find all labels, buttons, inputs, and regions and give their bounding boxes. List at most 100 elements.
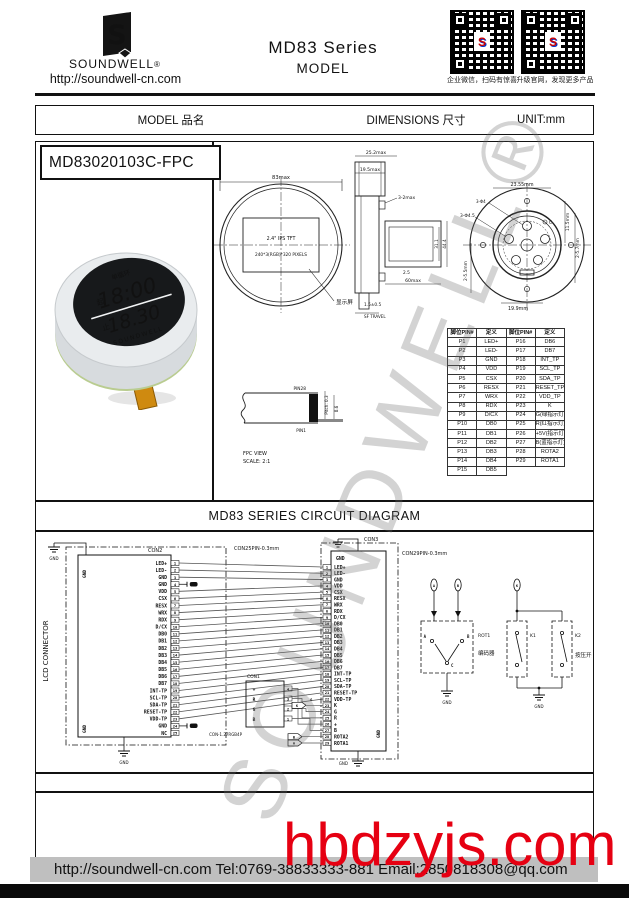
con2-pin-number: 21 bbox=[173, 702, 178, 707]
con3-pin-number: 21 bbox=[325, 690, 330, 695]
encoder-label: 编码器 bbox=[478, 649, 495, 657]
gnd-label: GND bbox=[190, 724, 198, 729]
pin-table-cell: LED- bbox=[476, 346, 507, 357]
soundwell-logo-icon: S bbox=[103, 12, 132, 59]
con3-pin-number: 3 bbox=[326, 577, 329, 582]
con1-pin-plus: + bbox=[253, 688, 256, 693]
con2-pin-number-box bbox=[170, 588, 180, 595]
con3-pin-number: 29 bbox=[325, 740, 330, 745]
side-view: 25.2max 19.5max 3-2max 31.1 44.4 2.5 60m… bbox=[354, 150, 448, 319]
con2-pin-name: NC bbox=[161, 731, 167, 737]
empty-panel bbox=[35, 791, 594, 859]
rotary-encoder: A B A B C ROT1 编码器 GND bbox=[420, 578, 495, 705]
screen-start-label: 起 bbox=[96, 296, 106, 307]
con3-pin-number-box bbox=[322, 627, 332, 633]
con2-pin-name: DB5 bbox=[158, 667, 167, 673]
footer-contact-text: http://soundwell-cn.com Tel:0769-3883333… bbox=[54, 861, 568, 878]
con2-pin-number-box bbox=[170, 694, 180, 701]
pin-table-cell: RESX bbox=[476, 383, 507, 394]
con3-pin-number: 4 bbox=[326, 583, 329, 588]
con3-pin-number: 2 bbox=[326, 571, 328, 576]
lcd-connector-label: LCD CONNECTOR bbox=[42, 620, 50, 681]
pin-table-cell: P26 bbox=[505, 429, 536, 440]
info-bar: MODEL 品名 DIMENSIONS 尺寸 UNIT:mm bbox=[35, 105, 594, 135]
push-switch-label: 按压开关 bbox=[575, 651, 592, 659]
con2-pin-number: 17 bbox=[173, 674, 178, 679]
doc-subtitle: MODEL bbox=[296, 61, 350, 76]
dim-side-inner: 31.1 bbox=[434, 239, 440, 249]
pin-table-cell: DB5 bbox=[476, 465, 507, 477]
pin-table-cell: P1 bbox=[446, 337, 478, 348]
gnd-label: GND bbox=[339, 761, 348, 766]
gnd-label: GND bbox=[190, 582, 198, 587]
led1-letter: K bbox=[296, 704, 299, 708]
con3-pin-name: ROTA1 bbox=[334, 741, 349, 747]
con3-pin-number: 10 bbox=[325, 621, 330, 626]
dim-back-holes2: 3-Φ4 bbox=[476, 199, 486, 204]
con2-pin-number-box bbox=[170, 623, 180, 630]
con2-pin-name: RESX bbox=[155, 603, 167, 609]
circuit-panel bbox=[35, 530, 594, 774]
con2-gnd-top: GND bbox=[82, 570, 88, 578]
con3-pin-number: 19 bbox=[325, 678, 330, 683]
con1-annotation: CON-1.27RGB4P bbox=[209, 732, 242, 737]
pin-table-cell: DB2 bbox=[476, 438, 507, 449]
con3-pin-name: DB1 bbox=[334, 628, 343, 634]
pin-table-cell: P24 bbox=[505, 410, 536, 421]
pin-table-cell: DB0 bbox=[476, 419, 507, 431]
con2-pin-number-box bbox=[170, 638, 180, 644]
con3-pin-number: 7 bbox=[326, 602, 328, 607]
qr-center-logo: S bbox=[545, 32, 561, 51]
con3-pin-number: 16 bbox=[325, 659, 330, 664]
con2-pin-name: VDD-TP bbox=[150, 717, 167, 723]
pin-table-cell: P25 bbox=[505, 419, 536, 431]
con3-pin-number: 9 bbox=[326, 615, 329, 620]
pin-table-cell: P27 bbox=[505, 438, 536, 449]
led2-letter-b: B bbox=[293, 735, 296, 739]
led1-letter-b: G bbox=[310, 697, 313, 702]
con3-pin-number: 22 bbox=[325, 696, 330, 701]
back-mark-c: C bbox=[549, 220, 552, 226]
con2-pin-name: WRX bbox=[158, 610, 167, 616]
pin-table-cell: P20 bbox=[505, 373, 536, 385]
con2-con3-wires: GND GND bbox=[178, 562, 324, 729]
qr-code-wechat: S bbox=[450, 10, 514, 74]
con1-num-1: 1 bbox=[287, 717, 290, 722]
signal-wire bbox=[178, 616, 324, 628]
panel-type-label: 2.4" IPS TFT bbox=[267, 236, 296, 242]
pin-table-cell: P14 bbox=[446, 456, 478, 467]
switch-k1-label: K1 bbox=[530, 633, 536, 639]
con2-pin-name: SCL-TP bbox=[150, 695, 167, 701]
con3-pin-number-box bbox=[322, 664, 332, 671]
con2-pin-number: 7 bbox=[174, 603, 176, 608]
con3-gnd-top: GND bbox=[336, 556, 345, 562]
pin-table-cell: SCL_TP bbox=[534, 364, 566, 375]
qr-center-logo: S bbox=[474, 32, 490, 51]
con2-pin-number: 18 bbox=[173, 681, 178, 686]
con2-name: CON2 bbox=[148, 548, 162, 554]
con2-gnd-bottom: GND bbox=[82, 725, 88, 733]
con3-pin-number: 6 bbox=[326, 596, 329, 601]
dim-side-outer: 44.4 bbox=[442, 239, 448, 249]
con2-pin-name: VDD bbox=[158, 589, 167, 595]
pin-table-header: 定义 bbox=[534, 327, 566, 339]
gnd-label: GND bbox=[49, 556, 58, 561]
pin-table-cell: VDD_TP bbox=[534, 392, 566, 403]
pin-table-cell bbox=[535, 466, 564, 475]
con1-num-4: 4 bbox=[287, 687, 290, 692]
dim-side-travel: 1.5±0.5 bbox=[364, 302, 382, 308]
gnd-label: GND bbox=[534, 704, 543, 709]
switch-k2-label: K2 bbox=[575, 633, 581, 639]
con2-pin-number: 9 bbox=[174, 617, 177, 622]
pin-table-cell: ROTA1 bbox=[534, 456, 566, 467]
con3-pin-number-box bbox=[322, 564, 332, 570]
signal-wire bbox=[178, 598, 324, 606]
